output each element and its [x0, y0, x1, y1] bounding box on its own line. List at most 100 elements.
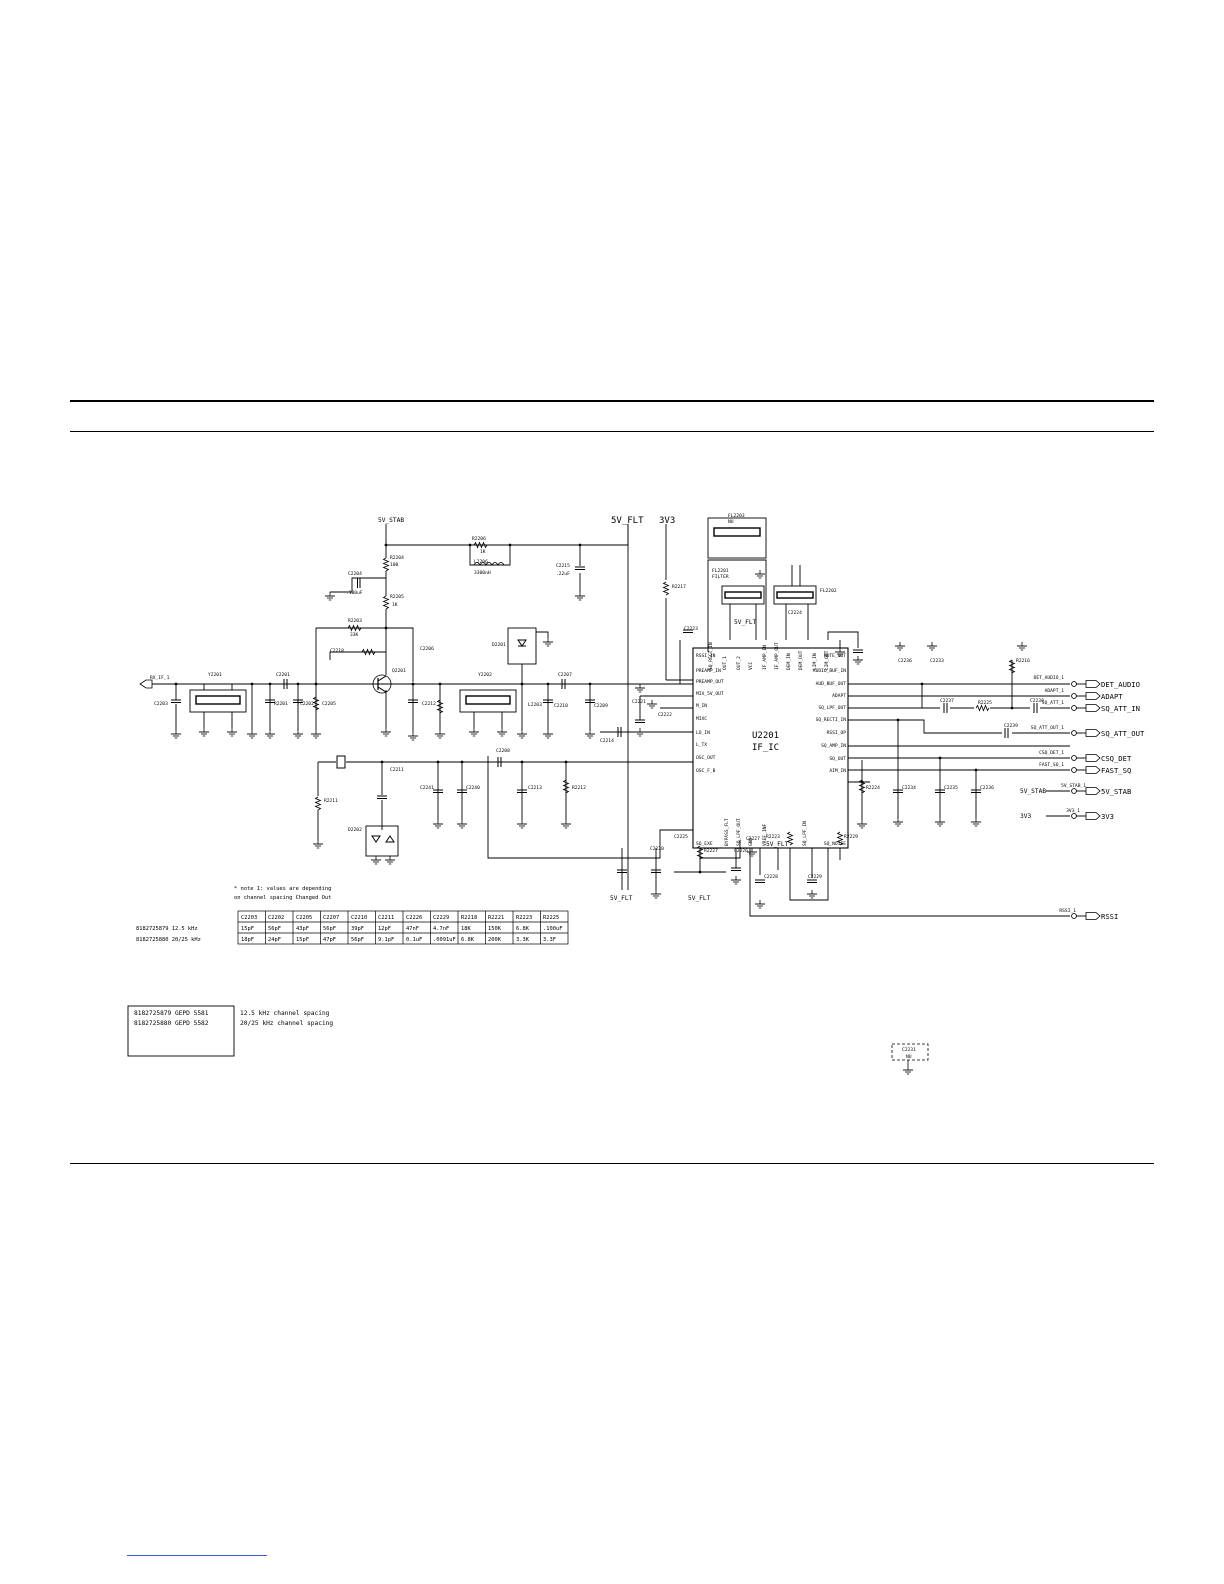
rail-5v-stab: 5V_STAB — [378, 517, 404, 524]
port-label: RSSI — [1101, 912, 1118, 921]
ic-pin-label: AIM_IN — [829, 768, 846, 774]
ic-pin-label: LIM_IN — [812, 653, 818, 670]
table-header: C2207 — [323, 915, 339, 921]
ic-pins-right: MUTE_OUT AUDIO_BUF_IN AUD_BUF_OUT ADAPT … — [813, 653, 846, 847]
filter-labels: FL2203 NU FL2201 FILTER FL2202 — [712, 513, 837, 594]
table-cell: 0.1uF — [406, 937, 422, 943]
table-header: C2203 — [241, 915, 257, 921]
ref-label: C2206 — [420, 646, 434, 652]
ic-pin-label: L_TX — [696, 742, 707, 748]
table-cell: 9.1pF — [378, 937, 394, 943]
ref-label: C2234 — [902, 785, 916, 791]
ic-pin-label: VREF_INF — [762, 824, 768, 846]
table-cell: 6.8K — [516, 926, 530, 932]
wiring — [152, 517, 1070, 917]
table-cell: 150K — [488, 926, 502, 932]
version-line-1: 8182725879 GEPD 5581 — [134, 1010, 209, 1017]
port-label: FAST_SQ — [1101, 766, 1131, 775]
value-label: 100 — [390, 562, 399, 568]
table-header: C2229 — [433, 915, 449, 921]
ref-label: C2215 — [556, 563, 570, 569]
port-net: CSQ_DET_1 — [1039, 750, 1064, 756]
table-cell: 15pF — [296, 937, 309, 943]
ic-pin-label: VCC — [748, 661, 754, 670]
value-label: 33K — [350, 632, 359, 638]
ic-pin-label: MIX_5V_OUT — [696, 691, 724, 697]
version-note-1: 12.5 kHz channel spacing — [240, 1010, 330, 1017]
ref-label: R2216 — [1016, 658, 1030, 664]
table-cell: 56pF — [351, 937, 364, 943]
ref-label: Q2201 — [392, 668, 406, 674]
header-rule-top — [70, 400, 1154, 402]
ref-label: R2223 — [766, 834, 780, 840]
filter-ref: FL2201 — [712, 568, 729, 574]
header-rule-bottom — [70, 431, 1154, 432]
ic-pins-top: SQ_RECT_IN OUT_1 OUT_2 VCC IF_AMP_IN IF_… — [708, 642, 830, 670]
left-rail-3v3: 3V3 — [1020, 813, 1031, 820]
port-net: ADAPT_1 — [1045, 688, 1065, 694]
ref-label: R2225 — [978, 700, 992, 706]
ic-pin-label: IF_AMP_IN — [762, 645, 768, 670]
ref-label: C2236 — [898, 658, 912, 664]
ic-pin-label: AUDIO_BUF_IN — [813, 668, 846, 674]
table-cell: 15pF — [241, 926, 254, 932]
port-net: SQ_ATT_1 — [1042, 700, 1064, 706]
value-label: .22uF — [556, 571, 570, 577]
ic-pin-label: LIM_OUT — [824, 650, 830, 670]
table-cell: 4.7nF — [433, 926, 449, 932]
table-row-label: 8182725880 20/25 kHz — [136, 937, 201, 943]
ref-label: C2241 — [420, 785, 434, 791]
table-cell: 47nF — [406, 926, 419, 932]
nu-note: NU — [906, 1054, 912, 1060]
ref-label: C2201 — [276, 672, 290, 678]
ref-label: C2229 — [808, 874, 822, 880]
ic-pin-label: LO_IN — [696, 730, 710, 736]
rail-labels: 5V_STAB 5V_FLT 3V3 5V_FLT 5V_FLT 5V_FLT … — [378, 516, 1046, 902]
ic-pin-label: IF_AMP_OUT — [774, 642, 780, 670]
ic-pin-label: SQ_NOISE — [824, 841, 846, 847]
ref-label: C2213 — [528, 785, 542, 791]
port-label: ADAPT — [1101, 692, 1123, 701]
ic-pin-label: SQ_RECT_IN — [708, 642, 714, 670]
table-header: C2226 — [406, 915, 422, 921]
table-cell: 3.3F — [543, 937, 556, 943]
ref-label: R2206 — [472, 536, 486, 542]
ic-u2201: U2201 IF_IC — [692, 647, 849, 849]
ref-label: Y2202 — [478, 672, 492, 678]
port-label: SQ_ATT_IN — [1101, 704, 1140, 713]
ref-label: C2214 — [600, 738, 614, 744]
table-cell: 18pF — [241, 937, 254, 943]
version-line-2: 8182725880 GEPD 5582 — [134, 1020, 209, 1027]
ic-pin-label: SQ_LPF_OUT — [818, 705, 846, 711]
version-box: 8182725879 GEPD 5581 8182725880 GEPD 558… — [127, 1005, 333, 1057]
ic-pin-label: SQ_AMP_IN — [821, 743, 846, 749]
ref-label: C2222 — [658, 712, 672, 718]
ref-label: C2240 — [466, 785, 480, 791]
rail-3v3: 3V3 — [659, 516, 675, 526]
ic-pin-label: DEM_OUT — [798, 650, 804, 670]
table-cell: 43pF — [296, 926, 309, 932]
footer-link-underline[interactable] — [127, 1555, 267, 1556]
ref-label: C2225 — [674, 834, 688, 840]
rail-5v-flt-bottom-a: 5V_FLT — [610, 895, 633, 902]
variant-note: * note 1: values are depending on channe… — [234, 886, 331, 901]
table-row-label: 8182725879 12.5 kHz — [136, 926, 198, 932]
ref-label: C2236 — [980, 785, 994, 791]
components — [170, 527, 1038, 883]
ref-label: D2202 — [348, 827, 362, 833]
ref-label: C2239 — [1004, 723, 1018, 729]
port-label: 5V_STAB — [1101, 787, 1131, 796]
table-header: R2221 — [488, 915, 504, 921]
variant-table: C2203 C2202 C2205 C2207 C2210 C2211 C222… — [136, 910, 569, 945]
ref-label: L2206 — [474, 559, 488, 565]
ref-label: C2209 — [594, 703, 608, 709]
table-cell: .100uF — [543, 926, 562, 932]
ic-pin-label: AUD_BUF_OUT — [816, 681, 847, 687]
ic-pin-label: OSC_F_B — [696, 768, 716, 774]
ic-pin-label: SQ_RECTI_IN — [816, 717, 847, 723]
ref-label: R2227 — [704, 848, 718, 854]
ref-label: C2202 — [300, 701, 314, 707]
ic-pin-label: MIXC — [696, 716, 707, 722]
ic-pin-label: M_IN — [696, 703, 707, 709]
ref-label: C2224 — [788, 610, 802, 616]
